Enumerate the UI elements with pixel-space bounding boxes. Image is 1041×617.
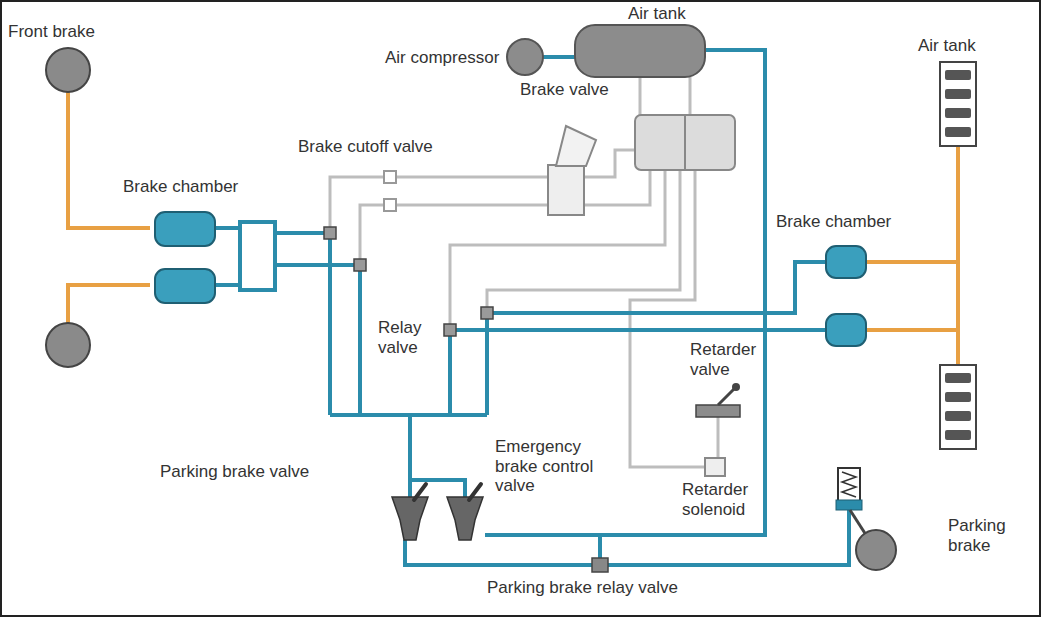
brake-hoses bbox=[68, 92, 958, 365]
tank-stripe bbox=[945, 373, 971, 383]
supply-line bbox=[358, 265, 362, 415]
control-line bbox=[360, 170, 650, 265]
part-label: Brake chamber bbox=[776, 212, 891, 232]
brake-hose bbox=[956, 146, 960, 365]
part-label: Air compressor bbox=[385, 48, 499, 68]
air-tank-symbol bbox=[940, 62, 976, 146]
supply-line bbox=[215, 226, 240, 230]
tank-stripe bbox=[945, 89, 971, 99]
front-brake-drum bbox=[46, 323, 90, 367]
rear-air-tanks bbox=[940, 62, 976, 449]
part-label: Air tank bbox=[628, 4, 686, 24]
brake-chamber-symbol bbox=[826, 246, 866, 278]
supply-line bbox=[450, 328, 830, 332]
brake-hose bbox=[68, 92, 150, 228]
part-label: Retarder solenoid bbox=[682, 480, 760, 519]
brake-hose bbox=[866, 328, 958, 332]
supply-line bbox=[448, 330, 452, 415]
control-line bbox=[689, 77, 692, 115]
relay-valve-symbol bbox=[444, 324, 456, 336]
parking-relay-valve-symbol bbox=[592, 558, 608, 572]
retarder-knob bbox=[732, 383, 740, 391]
hand-valve-body bbox=[392, 497, 428, 540]
part-label: Retarder valve bbox=[690, 340, 762, 379]
hand-valve-body bbox=[447, 497, 483, 540]
brake-chamber-symbol bbox=[826, 314, 866, 346]
retarder-valve-base bbox=[696, 405, 740, 417]
part-label: Air tank bbox=[918, 36, 976, 56]
supply-line bbox=[215, 283, 240, 287]
control-line bbox=[717, 417, 720, 458]
relay-valve-symbol bbox=[324, 227, 336, 239]
brake-pedal bbox=[556, 126, 596, 166]
supply-line bbox=[328, 233, 332, 415]
part-label: Parking brake valve bbox=[160, 462, 309, 482]
supply-line bbox=[275, 231, 330, 235]
supply-air-lines bbox=[215, 50, 849, 565]
control-line bbox=[630, 170, 705, 467]
hand-valves bbox=[392, 484, 483, 540]
hand-valve-lever bbox=[469, 484, 481, 500]
brake-valve-divider bbox=[684, 115, 686, 170]
part-label: Brake cutoff valve bbox=[298, 137, 433, 157]
brake-cutoff-valves bbox=[384, 171, 396, 211]
tank-stripe bbox=[945, 70, 971, 80]
brake-chamber-symbol bbox=[155, 212, 215, 246]
supply-line bbox=[275, 263, 360, 267]
brake-valve-block bbox=[635, 115, 735, 170]
air-tank-symbol bbox=[940, 365, 976, 449]
part-label: Brake valve bbox=[520, 80, 609, 100]
supply-line bbox=[487, 262, 830, 313]
supply-line bbox=[543, 55, 575, 59]
part-label: Parking brake relay valve bbox=[487, 578, 678, 598]
brake-pedal-body bbox=[548, 165, 584, 215]
part-label: Relay valve bbox=[378, 318, 438, 357]
supply-line bbox=[408, 415, 412, 497]
junction-block bbox=[240, 222, 275, 290]
tank-stripe bbox=[945, 127, 971, 137]
brake-chambers bbox=[155, 212, 866, 346]
tank-stripe bbox=[945, 430, 971, 440]
part-label: Brake chamber bbox=[123, 177, 238, 197]
brake-chamber-symbol bbox=[155, 269, 215, 303]
spring-coil bbox=[842, 472, 856, 497]
spring-base bbox=[836, 500, 862, 510]
control-line bbox=[639, 77, 642, 115]
air-compressor-symbol bbox=[507, 39, 543, 75]
front-brakes bbox=[46, 48, 90, 367]
air-tank-symbol bbox=[575, 25, 705, 77]
relay-valve-symbol bbox=[481, 307, 493, 319]
cutoff-valve-symbol bbox=[384, 199, 396, 211]
retarder-lever bbox=[718, 388, 735, 405]
parking-brake-drum bbox=[856, 530, 896, 570]
retarder-solenoid-symbol bbox=[705, 458, 725, 476]
tank-stripe bbox=[945, 108, 971, 118]
brake-hose bbox=[68, 285, 150, 323]
spring-box bbox=[838, 468, 860, 502]
front-brake-drum bbox=[46, 48, 90, 92]
cutoff-valve-symbol bbox=[384, 171, 396, 183]
part-label: Parking brake bbox=[948, 516, 1018, 555]
supply-line bbox=[598, 535, 602, 558]
relay-valve-symbol bbox=[354, 259, 366, 271]
brake-hose bbox=[866, 260, 958, 264]
part-label: Front brake bbox=[8, 22, 95, 42]
tank-stripe bbox=[945, 411, 971, 421]
supply-line bbox=[485, 50, 765, 535]
part-label: Emergency brake control valve bbox=[495, 437, 613, 496]
hand-valve-lever bbox=[414, 484, 426, 500]
tank-stripe bbox=[945, 392, 971, 402]
control-line bbox=[330, 150, 640, 233]
